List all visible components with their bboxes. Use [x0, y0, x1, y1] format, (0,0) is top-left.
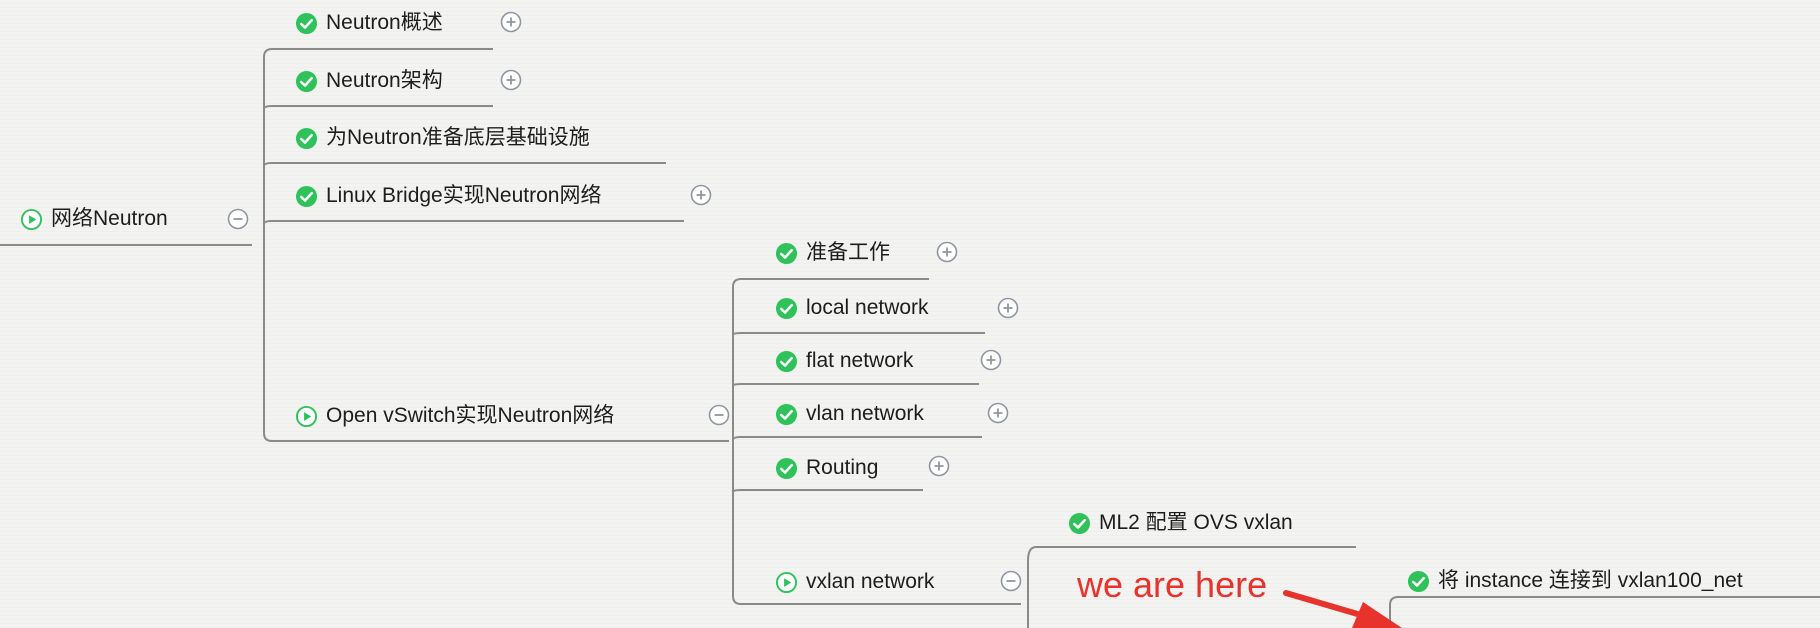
node-neutron-overview[interactable]: Neutron概述: [295, 10, 443, 36]
play-circle-icon: [20, 208, 43, 231]
branch-local-network: [732, 332, 985, 336]
check-circle-icon: [775, 457, 798, 480]
node-label: Neutron架构: [326, 69, 443, 92]
expand-icon[interactable]: [500, 11, 522, 33]
node-label: Linux Bridge实现Neutron网络: [326, 184, 602, 207]
check-circle-icon: [775, 242, 798, 265]
branch-vlan-network: [732, 436, 982, 441]
collapse-icon[interactable]: [708, 404, 730, 426]
check-circle-icon: [775, 403, 798, 426]
node-linux-bridge[interactable]: Linux Bridge实现Neutron网络: [295, 183, 601, 209]
expand-icon[interactable]: [928, 455, 950, 477]
check-circle-icon: [295, 185, 318, 208]
collapse-icon[interactable]: [1000, 570, 1022, 592]
expand-icon[interactable]: [997, 297, 1019, 319]
node-label: 将 instance 连接到 vxlan100_net: [1438, 569, 1743, 592]
node-connect-instance[interactable]: 将 instance 连接到 vxlan100_net: [1407, 568, 1743, 594]
check-circle-icon: [1407, 570, 1430, 593]
expand-icon[interactable]: [500, 69, 522, 91]
collapse-icon[interactable]: [227, 208, 249, 230]
node-label: 网络Neutron: [51, 207, 168, 230]
branch-neutron-architecture: [263, 105, 493, 110]
node-prepare[interactable]: 准备工作: [775, 240, 890, 266]
node-neutron-architecture[interactable]: Neutron架构: [295, 68, 443, 94]
check-circle-icon: [295, 12, 318, 35]
check-circle-icon: [1068, 512, 1091, 535]
node-label: vxlan network: [806, 570, 935, 593]
node-vlan-network[interactable]: vlan network: [775, 401, 924, 427]
node-local-network[interactable]: local network: [775, 295, 929, 321]
mindmap-root-node[interactable]: 网络Neutron: [20, 206, 168, 232]
node-flat-network[interactable]: flat network: [775, 348, 913, 374]
branch-ml2-config: [1027, 546, 1356, 562]
node-label: 准备工作: [806, 241, 890, 264]
branch-neutron-overview: [263, 48, 493, 58]
node-label: flat network: [806, 349, 914, 372]
node-vxlan-network[interactable]: vxlan network: [775, 569, 934, 595]
expand-icon[interactable]: [987, 402, 1009, 424]
node-label: vlan network: [806, 402, 924, 425]
branch-flat-network: [732, 383, 979, 387]
branch-routing: [732, 489, 923, 493]
check-circle-icon: [775, 297, 798, 320]
check-circle-icon: [295, 70, 318, 93]
node-infrastructure[interactable]: 为Neutron准备底层基础设施: [295, 125, 590, 151]
expand-icon[interactable]: [690, 184, 712, 206]
branch-connect-instance: [1389, 596, 1820, 606]
node-label: Routing: [806, 456, 879, 479]
node-label: Open vSwitch实现Neutron网络: [326, 404, 615, 427]
play-circle-icon: [295, 405, 318, 428]
branch-infrastructure: [263, 162, 666, 167]
expand-icon[interactable]: [980, 349, 1002, 371]
branch-linux-bridge: [263, 220, 684, 225]
annotation-text: we are here: [1077, 564, 1268, 605]
branch-prepare: [732, 278, 929, 288]
check-circle-icon: [295, 127, 318, 150]
play-circle-icon: [775, 571, 798, 594]
node-open-vswitch[interactable]: Open vSwitch实现Neutron网络: [295, 403, 614, 429]
branch-vxlan-network: [732, 595, 1021, 605]
node-ml2-config[interactable]: ML2 配置 OVS vxlan: [1068, 510, 1293, 536]
expand-icon[interactable]: [936, 241, 958, 263]
node-label: Neutron概述: [326, 11, 443, 34]
node-routing[interactable]: Routing: [775, 455, 878, 481]
node-label: local network: [806, 296, 929, 319]
check-circle-icon: [775, 350, 798, 373]
branch-open-vswitch: [263, 432, 729, 442]
node-label: ML2 配置 OVS vxlan: [1099, 511, 1293, 534]
node-label: 为Neutron准备底层基础设施: [326, 126, 590, 149]
